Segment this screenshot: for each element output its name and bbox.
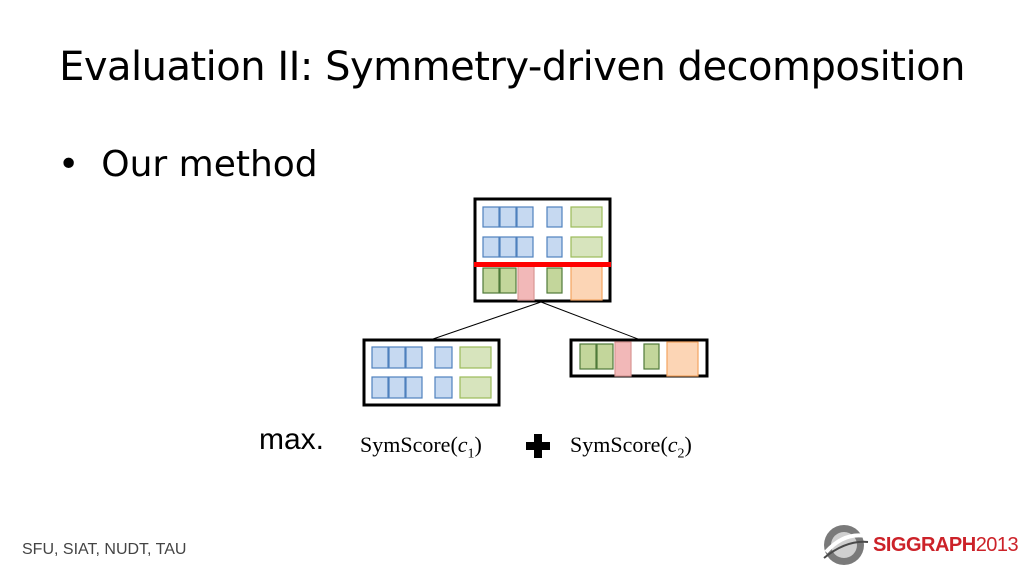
orange-block xyxy=(666,341,699,377)
blue-block xyxy=(388,346,406,369)
blue-block xyxy=(499,206,517,228)
symscore-c1-sub: 1 xyxy=(467,446,475,462)
max-label: max. xyxy=(259,423,325,456)
blue-block xyxy=(388,376,406,399)
orange-block xyxy=(570,263,603,301)
parent-row-1 xyxy=(482,206,603,228)
parent-layout xyxy=(473,197,612,303)
blue-block xyxy=(546,236,563,258)
child-right-layout xyxy=(569,338,709,378)
symscore-c2-close: ) xyxy=(684,432,692,457)
bullet-text: Our method xyxy=(101,144,318,185)
blue-block xyxy=(371,376,389,399)
green-block xyxy=(546,267,563,294)
lightgreen-block xyxy=(570,236,603,258)
blue-block xyxy=(516,236,534,258)
symscore-c1: SymScore(c1) xyxy=(360,432,482,462)
symscore-c1-var: c xyxy=(457,432,468,457)
green-block xyxy=(482,267,500,294)
cut-line xyxy=(474,262,611,267)
symscore-c2-func: SymScore( xyxy=(570,432,668,457)
blue-block xyxy=(482,206,500,228)
bullet-our-method: • Our method xyxy=(58,144,318,185)
pink-block xyxy=(614,341,632,377)
edge-right xyxy=(540,301,639,340)
green-block xyxy=(499,267,517,294)
blue-block xyxy=(499,236,517,258)
green-block xyxy=(643,343,660,370)
blue-block xyxy=(371,346,389,369)
symscore-c2-sub: 2 xyxy=(677,446,685,462)
blue-block xyxy=(546,206,563,228)
blue-block xyxy=(482,236,500,258)
pink-block xyxy=(517,263,535,301)
parent-row-2 xyxy=(482,236,603,258)
logo-year: 2013 xyxy=(975,534,1019,556)
plus-icon xyxy=(526,434,550,458)
blue-block xyxy=(434,346,453,369)
slide-title: Evaluation II: Symmetry-driven decomposi… xyxy=(59,44,965,90)
logo-name: SIGGRAPH xyxy=(873,534,976,556)
symscore-c1-close: ) xyxy=(474,432,482,457)
blue-block xyxy=(516,206,534,228)
symscore-c2-var: c xyxy=(667,432,678,457)
lightgreen-block xyxy=(459,376,492,399)
symscore-c2: SymScore(c2) xyxy=(570,432,692,462)
bullet-dot: • xyxy=(58,144,80,185)
lightgreen-block xyxy=(570,206,603,228)
blue-block xyxy=(405,376,423,399)
blue-block xyxy=(405,346,423,369)
footer-affiliations: SFU, SIAT, NUDT, TAU xyxy=(22,541,187,558)
siggraph-logo-text: SIGGRAPH2013 xyxy=(873,534,1019,557)
green-block xyxy=(596,343,614,370)
edge-left xyxy=(432,301,542,340)
green-block xyxy=(579,343,597,370)
child-left-layout xyxy=(362,338,501,407)
siggraph-logo-icon xyxy=(823,525,869,565)
blue-block xyxy=(434,376,453,399)
symscore-c1-func: SymScore( xyxy=(360,432,458,457)
lightgreen-block xyxy=(459,346,492,369)
